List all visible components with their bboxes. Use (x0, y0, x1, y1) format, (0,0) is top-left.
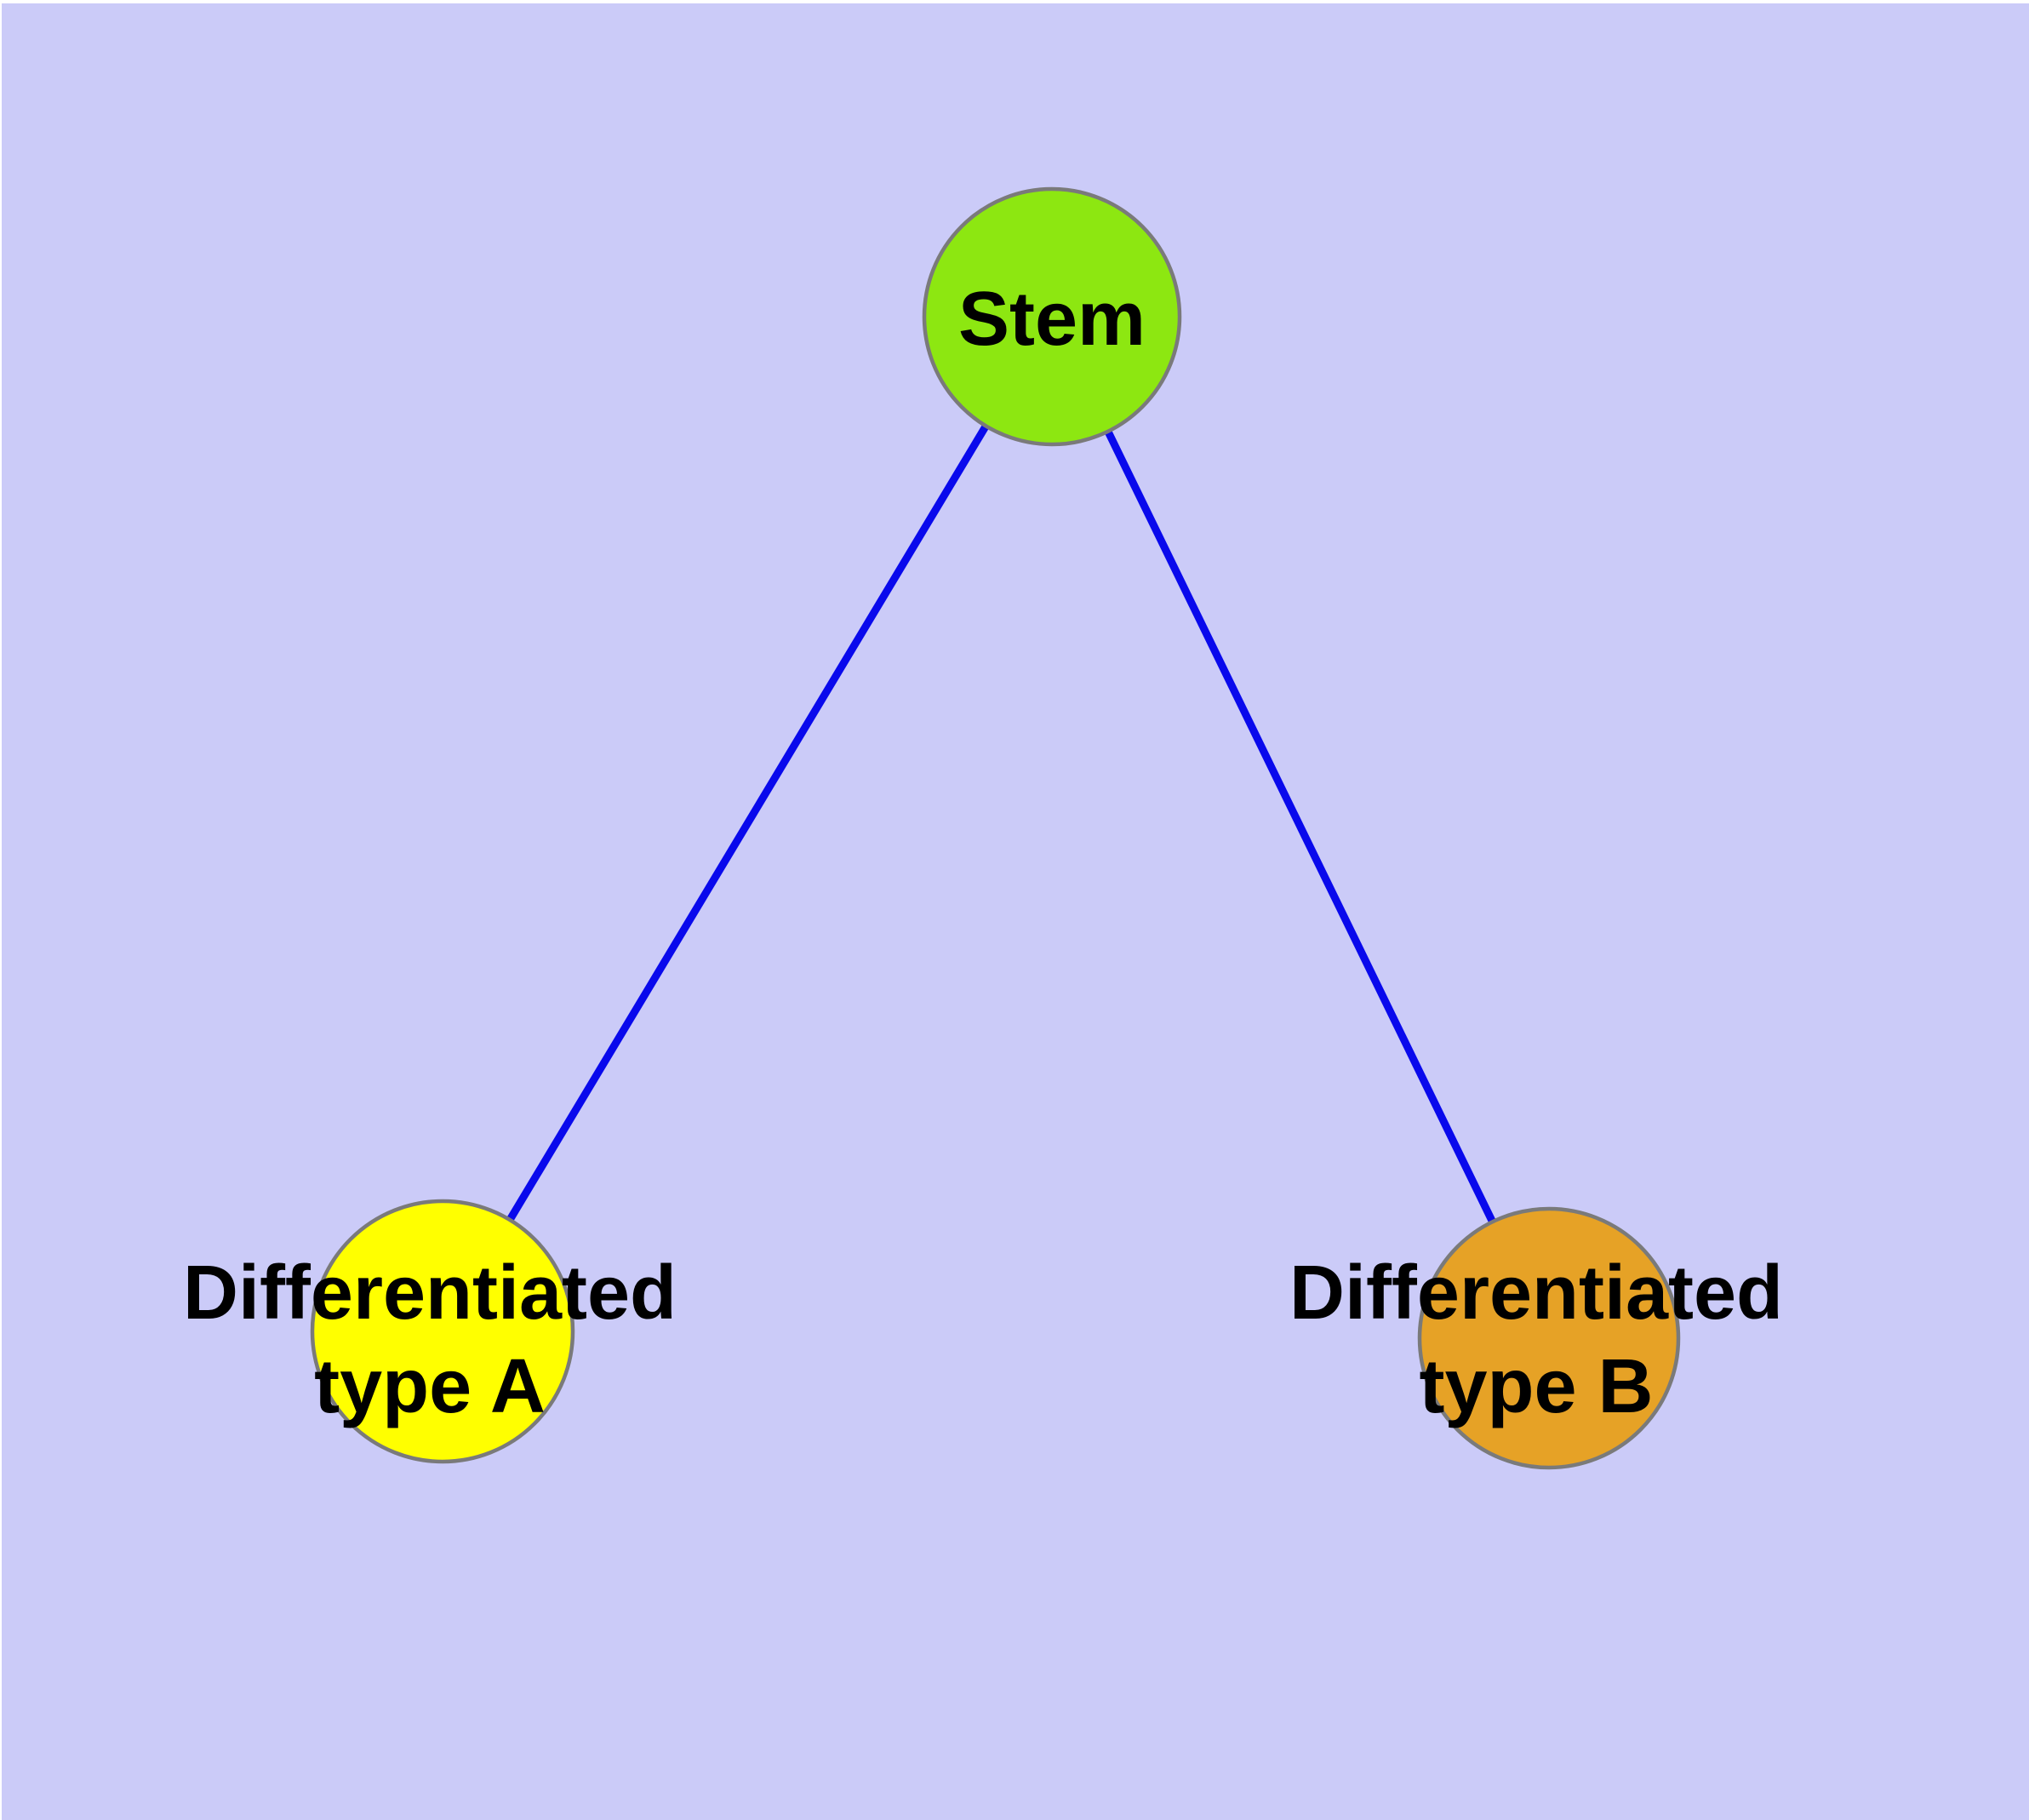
node-type-b-label-line2: type B (1419, 1344, 1653, 1429)
top-margin-strip (0, 0, 2029, 3)
node-type-b-label-line1: Differentiated (1289, 1251, 1783, 1336)
node-stem (922, 186, 1182, 447)
node-differentiated-type-b (1417, 1206, 1681, 1470)
node-differentiated-type-a (310, 1199, 575, 1464)
node-type-a-label-line1: Differentiated (183, 1251, 677, 1336)
edge-stem-to-type-a (506, 424, 989, 1222)
edge-stem-to-type-b (1104, 430, 1496, 1222)
node-stem-label: Stem (958, 277, 1146, 362)
node-type-a-label-line2: type A (314, 1344, 546, 1429)
left-margin-strip (0, 0, 2, 1820)
